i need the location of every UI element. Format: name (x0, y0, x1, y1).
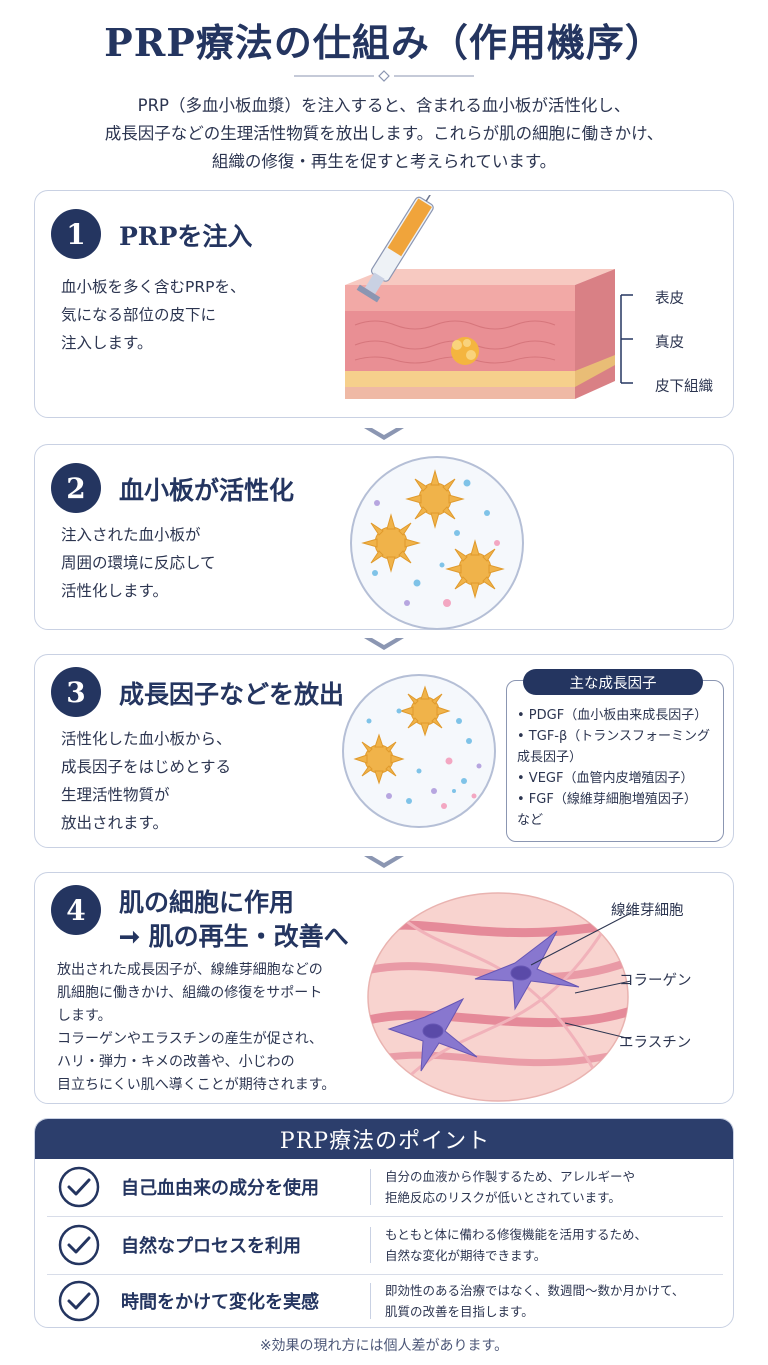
intro-line: 組織の修復・再生を促すと考えられています。 (211, 152, 557, 171)
chevron-down-icon (364, 856, 404, 868)
point-description: 即効性のある治療ではなく、数週間〜数か月かけて、 肌質の改善を目指します。 (385, 1283, 685, 1319)
point-row: 自己血由来の成分を使用 自分の血液から作製するため、アレルギーや 拒絶反応のリス… (35, 1159, 733, 1215)
intro-line: 成長因子などの生理活性物質を放出します。これらが肌の細胞に働きかけ、 (104, 124, 664, 143)
list-item: • VEGF（血管内皮増殖因子） (517, 771, 694, 786)
skin-cells-illustration (367, 892, 631, 1102)
step-number: 1 (51, 209, 101, 259)
layer-bracket (620, 294, 633, 384)
label-subcutaneous: 皮下組織 (655, 379, 713, 395)
label-dermis: 真皮 (655, 335, 684, 351)
divider (370, 1283, 371, 1319)
label-epidermis: 表皮 (655, 291, 684, 307)
step-title: PRPを注入 (119, 222, 253, 251)
intro-line: PRP（多血小板血漿）を注入すると、含まれる血小板が活性化し、 (137, 96, 631, 115)
list-item: • PDGF（血小板由来成長因子） (517, 708, 708, 723)
point-label: 時間をかけて変化を実感 (121, 1292, 319, 1313)
step-text: 活性化した血小板から、 成長因子をはじめとする 生理活性物質が 放出されます。 (61, 730, 232, 832)
divider (370, 1227, 371, 1263)
step-text: 注入された血小板が 周囲の環境に反応して 活性化します。 (61, 526, 216, 600)
list-item: • FGF（線維芽細胞増殖因子） (517, 792, 697, 807)
divider (47, 1216, 723, 1217)
step-number: 2 (51, 463, 101, 513)
chevron-down-icon (364, 638, 404, 650)
step-title: 肌の細胞に作用 (119, 888, 295, 917)
step-number: 3 (51, 667, 101, 717)
point-row: 時間をかけて変化を実感 即効性のある治療ではなく、数週間〜数か月かけて、 肌質の… (35, 1273, 733, 1327)
chevron-down-icon (364, 428, 404, 440)
point-label: 自己血由来の成分を使用 (121, 1178, 319, 1199)
skin-injection-illustration (345, 195, 615, 399)
growth-factor-release-illustration (342, 674, 496, 828)
point-label: 自然なプロセスを利用 (121, 1236, 301, 1257)
step-text: 血小板を多く含むPRPを、 気になる部位の皮下に 注入します。 (61, 278, 246, 352)
step-4-card: 4 肌の細胞に作用 ➞ 肌の再生・改善へ 放出された成長因子が、線維芽細胞などの… (34, 872, 734, 1104)
check-circle-icon (58, 1280, 100, 1322)
growth-factor-box: 主な成長因子 • PDGF（血小板由来成長因子） • TGF-β（トランスフォー… (506, 669, 724, 842)
check-circle-icon (58, 1166, 100, 1208)
step-title: 成長因子などを放出 (119, 680, 345, 709)
step-1-card: 1 PRPを注入 血小板を多く含むPRPを、 気になる部位の皮下に 注入します。 (34, 190, 734, 418)
points-heading: PRP療法のポイント (35, 1119, 733, 1159)
step-subtitle: ➞ 肌の再生・改善へ (119, 922, 349, 951)
check-circle-icon (58, 1224, 100, 1266)
growth-factor-list: • PDGF（血小板由来成長因子） • TGF-β（トランスフォーミング 成長因… (517, 705, 722, 831)
label-fibroblast: 線維芽細胞 (611, 903, 684, 919)
step-number: 4 (51, 885, 101, 935)
title-divider (294, 70, 474, 82)
point-row: 自然なプロセスを利用 もともと体に備わる修復機能を活用するため、 自然な変化が期… (35, 1217, 733, 1273)
growth-factor-heading: 主な成長因子 (523, 669, 703, 695)
list-item: • TGF-β（トランスフォーミング (517, 729, 711, 744)
point-description: 自分の血液から作製するため、アレルギーや 拒絶反応のリスクが低いとされています。 (385, 1169, 636, 1205)
label-collagen: コラーゲン (619, 973, 692, 989)
intro-text: PRP（多血小板血漿）を注入すると、含まれる血小板が活性化し、 成長因子などの生… (60, 92, 708, 176)
divider (370, 1169, 371, 1205)
footnote: ※効果の現れ方には個人差があります。 (259, 1338, 509, 1354)
step-2-card: 2 血小板が活性化 注入された血小板が 周囲の環境に反応して 活性化します。 (34, 444, 734, 630)
list-item: など (517, 813, 544, 828)
activated-platelets-illustration (350, 456, 524, 630)
list-item: 成長因子） (517, 750, 583, 765)
step-title: 血小板が活性化 (119, 476, 295, 505)
step-text: 放出された成長因子が、線維芽細胞などの 肌細胞に働きかけ、組織の修復をサポート … (57, 962, 336, 1093)
point-description: もともと体に備わる修復機能を活用するため、 自然な変化が期待できます。 (385, 1227, 648, 1263)
label-elastin: エラスチン (619, 1035, 692, 1051)
divider (47, 1274, 723, 1275)
page-title: PRP療法の仕組み（作用機序） (104, 20, 664, 65)
prp-points-section: PRP療法のポイント 自己血由来の成分を使用 自分の血液から作製するため、アレル… (34, 1118, 734, 1328)
